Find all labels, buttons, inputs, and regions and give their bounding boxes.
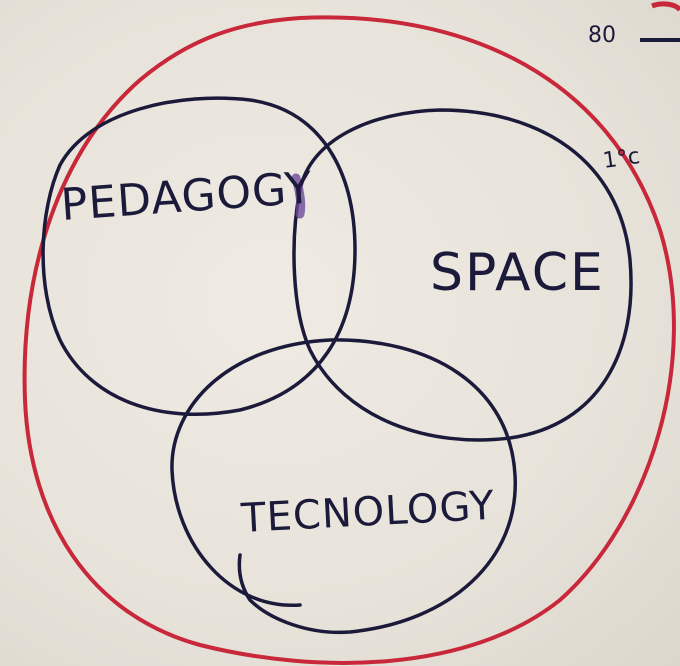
technology-label: TECNOLOGY [239,483,496,542]
space-circle [292,108,633,442]
pedagogy-circle [41,96,357,416]
outer-context-circle [22,15,676,665]
technology-circle [170,338,517,635]
pedagogy-label: PEDAGOGY [59,162,314,230]
top-right-number: 80 [588,23,616,48]
overlap-mark [291,173,306,219]
space-label: SPACE [430,243,605,303]
side-note: 1°c [601,144,641,174]
top-right-red-mark [651,1,680,12]
